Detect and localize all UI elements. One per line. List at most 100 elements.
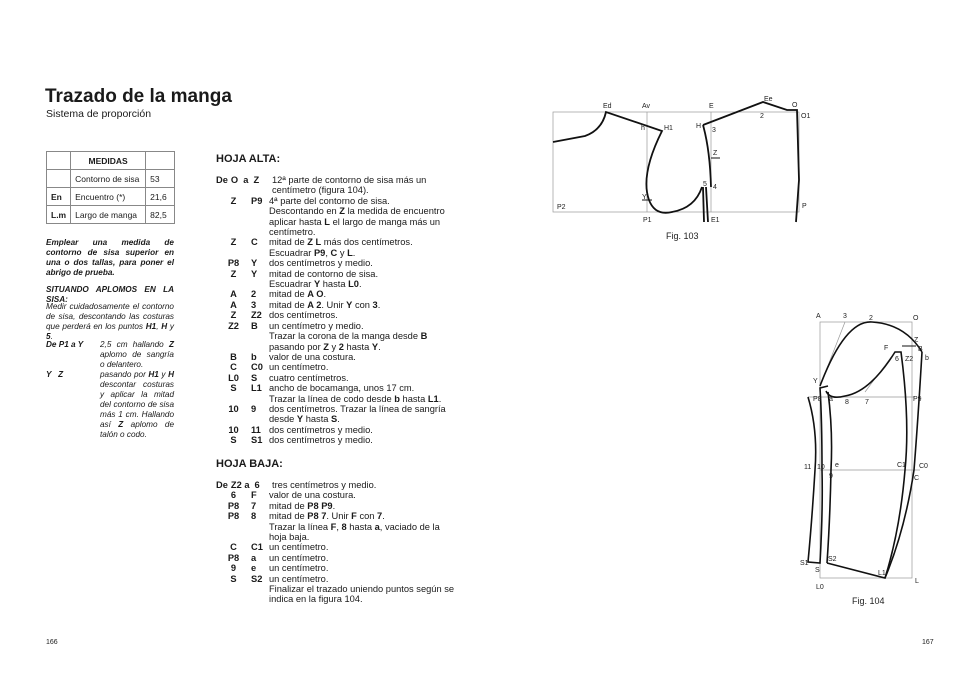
step-row: Trazar la corona de la manga desde B pas… — [216, 331, 456, 352]
step-text: Descontando en Z la medida de encuentro … — [269, 206, 456, 237]
label: P8 — [813, 396, 822, 403]
step-row: S S1 dos centímetros y medio. — [216, 435, 456, 445]
step-text: Finalizar el trazado uniendo puntos segú… — [269, 584, 456, 605]
table-header-row: MEDIDAS — [45, 151, 176, 170]
text-segment: . Unir — [321, 299, 347, 310]
label: P9 — [913, 396, 922, 403]
text-segment: dos centímetros y medio. — [269, 424, 373, 435]
point-to: L1 — [251, 383, 262, 394]
bold-term: L — [347, 247, 353, 258]
bold-term: 7 — [377, 511, 383, 522]
step-text: dos centímetros y medio. — [269, 258, 456, 268]
text-segment: un centímetro. — [269, 563, 329, 574]
step-text: valor de una costura. — [269, 490, 456, 500]
figure-103: Ed Av E Ee 2 O O1 h H1 H 3 Z 5 4 Y P2 P1… — [552, 96, 810, 241]
label: O1 — [801, 113, 810, 120]
label: Ee — [764, 96, 773, 103]
point-from: S — [230, 435, 237, 446]
step-text: dos centímetros y medio. — [269, 425, 456, 435]
step-text: tres centímetros y medio. — [272, 480, 456, 490]
label: 7 — [865, 399, 869, 406]
figure-caption: Fig. 104 — [852, 596, 885, 606]
text-segment: hasta — [346, 521, 375, 532]
text-segment: ancho de bocamanga, unos 17 cm. — [269, 383, 415, 394]
label: H1 — [664, 125, 673, 132]
text-segment: Escuadrar — [269, 279, 314, 290]
text-segment: hasta — [399, 393, 428, 404]
label: B — [918, 346, 923, 353]
bold-term: L0 — [348, 279, 359, 290]
text-segment: 12ª parte de contorno de sisa más un cen… — [272, 175, 427, 196]
text-segment: y — [158, 370, 169, 379]
text-segment: un centímetro. — [269, 542, 329, 553]
label: C — [914, 475, 919, 482]
text-segment: mitad de contorno de sisa. — [269, 268, 379, 279]
label: L0 — [816, 584, 824, 591]
label: L1 — [878, 570, 886, 577]
bold-term: Y — [313, 279, 321, 290]
point-to: a — [251, 552, 257, 563]
bold-term: Z L — [307, 237, 322, 248]
point-to: C1 — [251, 542, 263, 553]
text-segment: . — [438, 393, 442, 404]
page-title: Trazado de la manga — [45, 86, 232, 107]
bold-term: 3 — [372, 299, 378, 310]
point-to: P9 — [251, 195, 263, 206]
fitting-note: Emplear una medida de contorno de sisa s… — [46, 238, 174, 277]
text-segment: un centímetro y medio. — [269, 320, 364, 331]
point-from: A — [230, 289, 237, 300]
point-to: Y — [251, 258, 258, 269]
figure-caption: Fig. 103 — [666, 231, 699, 241]
bold-term: F — [330, 521, 337, 532]
text-segment: valor de una costura. — [269, 490, 356, 501]
point-to: B — [251, 320, 258, 331]
text-segment: , — [325, 247, 331, 258]
bold-term: A O — [307, 289, 324, 300]
text-segment: con — [352, 299, 373, 310]
point-from: P8 — [227, 500, 240, 511]
point-to: 2 — [251, 289, 257, 300]
label: e — [835, 462, 839, 469]
point-to: F — [251, 490, 257, 501]
text-segment: dos centímetros y medio. — [269, 435, 373, 446]
point-from: S — [230, 383, 237, 394]
point-from: B — [230, 351, 237, 362]
text-segment: Escuadrar — [269, 247, 314, 258]
point-from: S — [230, 573, 237, 584]
point-to: S1 — [251, 435, 263, 446]
step-text: ancho de bocamanga, unos 17 cm. — [269, 383, 456, 393]
step-text: mitad de Z L más dos centímetros. — [269, 237, 456, 247]
step-text: dos centímetros. — [269, 310, 456, 320]
point-from: 9 — [230, 563, 237, 574]
label: h — [641, 125, 645, 132]
text-segment: Trazar la corona de la manga desde — [269, 331, 421, 342]
label: 8 — [845, 399, 849, 406]
text-segment: Trazar la línea — [269, 521, 331, 532]
bold-term: H — [168, 370, 174, 379]
point-from: A — [230, 299, 237, 310]
label: 9 — [829, 473, 833, 480]
text-segment: aplomo de talón o codo. — [100, 420, 174, 439]
text-segment: mitad de — [269, 289, 308, 300]
bold-term: F — [351, 511, 357, 522]
label: E1 — [711, 217, 720, 224]
label: 3 — [712, 127, 716, 134]
label: 2 — [869, 315, 873, 322]
label: 2 — [760, 113, 764, 120]
step-text: mitad de contorno de sisa. — [269, 269, 456, 279]
